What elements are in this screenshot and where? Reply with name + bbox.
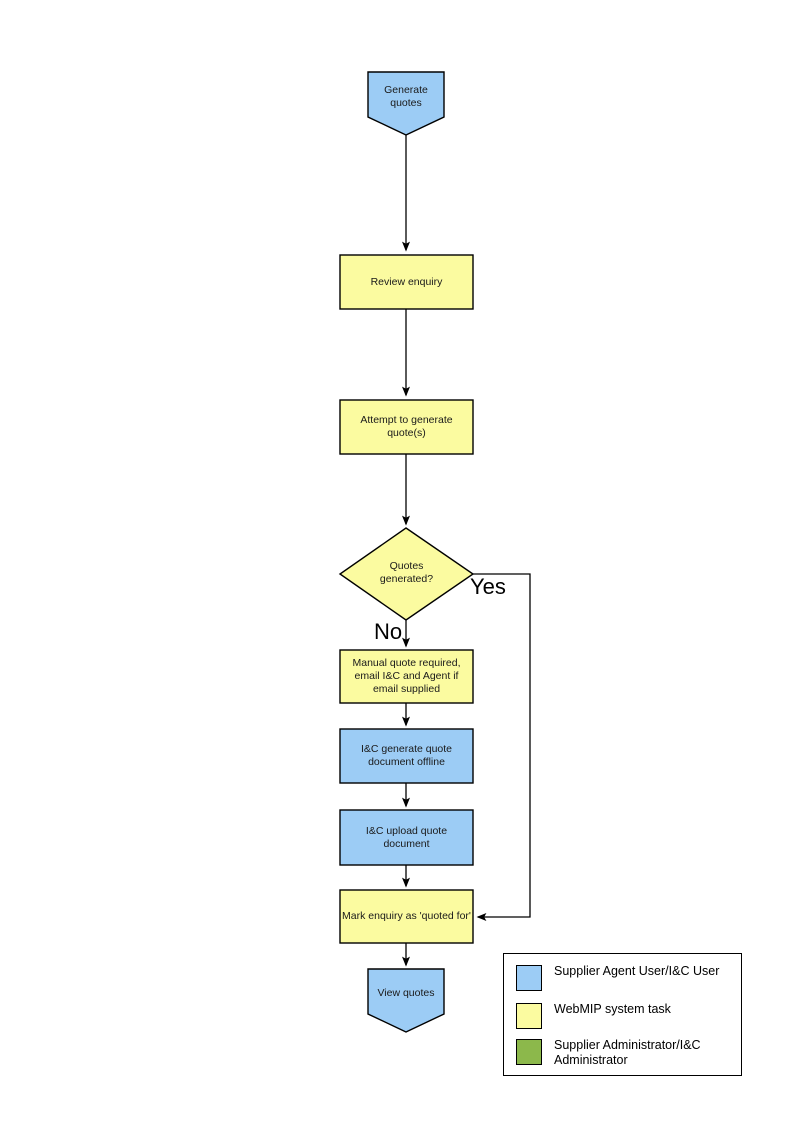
node-manual-quote-required[interactable] <box>339 649 474 704</box>
node-ic-upload-quote-document[interactable] <box>339 809 474 866</box>
node-ic-generate-quote-document-offline[interactable] <box>339 728 474 784</box>
legend-label-supplier-administrator: Supplier Administrator/I&C Administrator <box>554 1038 701 1067</box>
legend-label-supplier-agent-user: Supplier Agent User/I&C User <box>554 964 720 978</box>
branch-label-yes: Yes <box>470 574 506 599</box>
edge-decision-yes-to-mark <box>473 573 531 921</box>
node-view-quotes[interactable] <box>367 968 445 1033</box>
legend-item-supplier-agent-user: Supplier Agent User/I&C User <box>516 964 719 991</box>
legend-swatch-yellow <box>516 1003 542 1029</box>
legend: Supplier Agent User/I&C User WebMIP syst… <box>503 953 742 1076</box>
node-mark-enquiry-quoted-for[interactable] <box>339 889 474 944</box>
node-attempt-generate-quotes[interactable] <box>339 399 474 455</box>
legend-item-webmip-system-task: WebMIP system task <box>516 1002 671 1029</box>
legend-label-webmip-system-task: WebMIP system task <box>554 1002 671 1016</box>
node-review-enquiry[interactable] <box>339 254 474 310</box>
legend-item-supplier-administrator: Supplier Administrator/I&C Administrator <box>516 1038 732 1068</box>
branch-label-no: No <box>374 619 403 644</box>
legend-swatch-green <box>516 1039 542 1065</box>
legend-swatch-blue <box>516 965 542 991</box>
node-quotes-generated-decision[interactable] <box>338 527 475 621</box>
node-generate-quotes[interactable] <box>367 71 445 136</box>
